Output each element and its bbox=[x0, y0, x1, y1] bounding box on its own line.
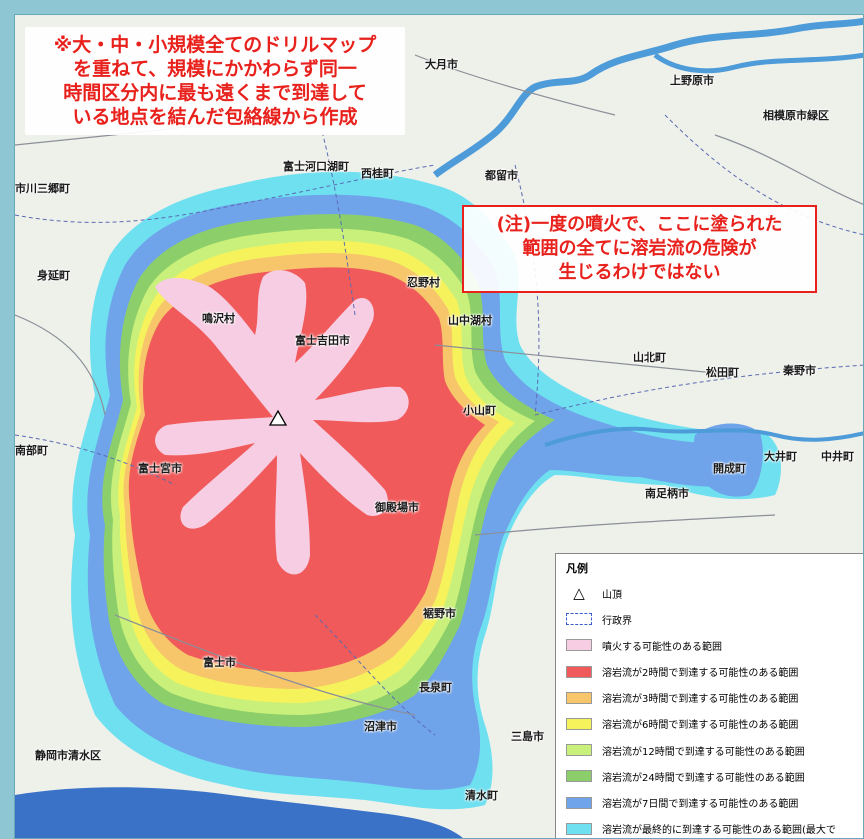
place-numazu: 沼津市 bbox=[364, 720, 397, 733]
place-narusawa: 鳴沢村 bbox=[202, 312, 235, 325]
caution-note: (注)一度の噴火で、ここに塗られた 範囲の全てに溶岩流の危険が 生じるわけではな… bbox=[462, 205, 817, 293]
place-tsuru: 都留市 bbox=[485, 169, 518, 182]
place-uenohara: 上野原市 bbox=[670, 74, 714, 87]
place-gotemba: 御殿場市 bbox=[375, 501, 419, 514]
legend-label: 溶岩流が2時間で到達する可能性のある範囲 bbox=[602, 668, 799, 680]
triangle-icon: △ bbox=[573, 584, 585, 602]
place-kaisei: 開成町 bbox=[713, 462, 746, 475]
place-sagamihara: 相模原市緑区 bbox=[763, 109, 829, 122]
hazard-map: 大月市 上野原市 相模原市緑区 市川三郷町 富士河口湖町 西桂町 都留市 身延町… bbox=[14, 14, 864, 839]
map-canvas bbox=[15, 15, 863, 838]
place-minamiashigara: 南足柄市 bbox=[645, 487, 689, 500]
legend-item-summit: △ 山頂 bbox=[566, 582, 863, 604]
legend-item-3h: 溶岩流が3時間で到達する可能性のある範囲 bbox=[566, 687, 863, 709]
summit-triangle-icon bbox=[268, 409, 288, 426]
legend-label: 溶岩流が6時間で到達する可能性のある範囲 bbox=[602, 720, 799, 732]
river-sagami-branch bbox=[653, 52, 863, 74]
caution-note-line: 範囲の全てに溶岩流の危険が bbox=[522, 238, 757, 259]
legend-label: 溶岩流が12時間で到達する可能性のある範囲 bbox=[602, 746, 805, 758]
legend-swatch bbox=[566, 770, 592, 783]
caution-note-line: (注)一度の噴火で、ここに塗られた bbox=[496, 214, 783, 235]
place-oi: 大井町 bbox=[764, 450, 797, 463]
legend-swatch bbox=[566, 665, 592, 678]
place-yamakita: 山北町 bbox=[633, 351, 666, 364]
legend-label: 溶岩流が24時間で到達する可能性のある範囲 bbox=[602, 772, 805, 784]
legend-swatch bbox=[566, 639, 592, 652]
legend-label: 噴火する可能性のある範囲 bbox=[602, 641, 722, 653]
legend-item-12h: 溶岩流が12時間で到達する可能性のある範囲 bbox=[566, 739, 863, 761]
legend-item-7d: 溶岩流が7日間で到達する可能性のある範囲 bbox=[566, 792, 863, 814]
legend-swatch bbox=[566, 744, 592, 757]
dashed-box-icon bbox=[566, 613, 592, 626]
place-yamanakako: 山中湖村 bbox=[448, 314, 492, 327]
map-legend: 凡例 △ 山頂 行政界 噴火する可能性のある範囲 溶岩流が2時間で到達する可能性… bbox=[555, 553, 863, 838]
sea-suruga bbox=[15, 787, 463, 838]
legend-swatch bbox=[566, 822, 592, 835]
river-katsura bbox=[432, 17, 863, 178]
legend-label: 溶岩流が3時間で到達する可能性のある範囲 bbox=[602, 694, 799, 706]
legend-item-boundary: 行政界 bbox=[566, 608, 863, 630]
legend-swatch bbox=[566, 796, 592, 809]
legend-title: 凡例 bbox=[566, 562, 588, 575]
place-fuji: 富士市 bbox=[203, 656, 236, 669]
legend-label: 溶岩流が最終的に到達する可能性のある範囲(最大で bbox=[602, 825, 836, 837]
place-nanbu: 南部町 bbox=[15, 444, 48, 457]
place-hadano: 秦野市 bbox=[783, 364, 816, 377]
place-oshino: 忍野村 bbox=[407, 276, 440, 289]
legend-label: 溶岩流が7日間で到達する可能性のある範囲 bbox=[602, 799, 799, 810]
place-fujiyoshida: 富士吉田市 bbox=[295, 334, 350, 347]
caution-note-line: 生じるわけではない bbox=[558, 262, 721, 283]
envelope-note: ※大・中・小規模全てのドリルマップ を重ねて、規模にかかわらず同一 時間区分内に… bbox=[25, 27, 405, 135]
place-shizuoka-shimizu: 静岡市清水区 bbox=[35, 749, 101, 762]
place-fujinomiya: 富士宮市 bbox=[138, 462, 182, 475]
river-sakawa bbox=[544, 426, 863, 447]
legend-swatch bbox=[566, 691, 592, 704]
legend-label: 行政界 bbox=[602, 615, 632, 627]
legend-item-final: 溶岩流が最終的に到達する可能性のある範囲(最大で bbox=[566, 818, 863, 838]
place-ichikawamisato: 市川三郷町 bbox=[15, 182, 70, 195]
place-otsuki: 大月市 bbox=[425, 58, 458, 71]
place-susono: 裾野市 bbox=[423, 607, 456, 620]
legend-swatch bbox=[566, 717, 592, 730]
place-fujikawaguchiko: 富士河口湖町 bbox=[283, 160, 349, 173]
place-minobu: 身延町 bbox=[37, 269, 70, 282]
zone-2h bbox=[128, 267, 485, 672]
envelope-note-line: 時間区分内に最も遠くまで到達して bbox=[63, 82, 367, 104]
place-shimizu-cho: 清水町 bbox=[465, 789, 498, 802]
place-matsuda: 松田町 bbox=[706, 366, 739, 379]
legend-item-2h: 溶岩流が2時間で到達する可能性のある範囲 bbox=[566, 661, 863, 683]
legend-item-vent: 噴火する可能性のある範囲 bbox=[566, 634, 863, 656]
place-oyama: 小山町 bbox=[463, 404, 496, 417]
legend-item-24h: 溶岩流が24時間で到達する可能性のある範囲 bbox=[566, 765, 863, 787]
legend-label: 山頂 bbox=[602, 589, 622, 601]
envelope-note-line: いる地点を結んだ包絡線から作成 bbox=[72, 106, 358, 128]
place-nagaizumi: 長泉町 bbox=[419, 681, 452, 694]
place-nishikatsura: 西桂町 bbox=[361, 167, 394, 180]
legend-item-6h: 溶岩流が6時間で到達する可能性のある範囲 bbox=[566, 713, 863, 735]
envelope-note-line: を重ねて、規模にかかわらず同一 bbox=[73, 58, 357, 80]
place-mishima: 三島市 bbox=[511, 730, 544, 743]
lake-tanzawa bbox=[693, 423, 763, 497]
envelope-note-line: ※大・中・小規模全てのドリルマップ bbox=[53, 34, 377, 56]
place-nakai: 中井町 bbox=[821, 450, 854, 463]
